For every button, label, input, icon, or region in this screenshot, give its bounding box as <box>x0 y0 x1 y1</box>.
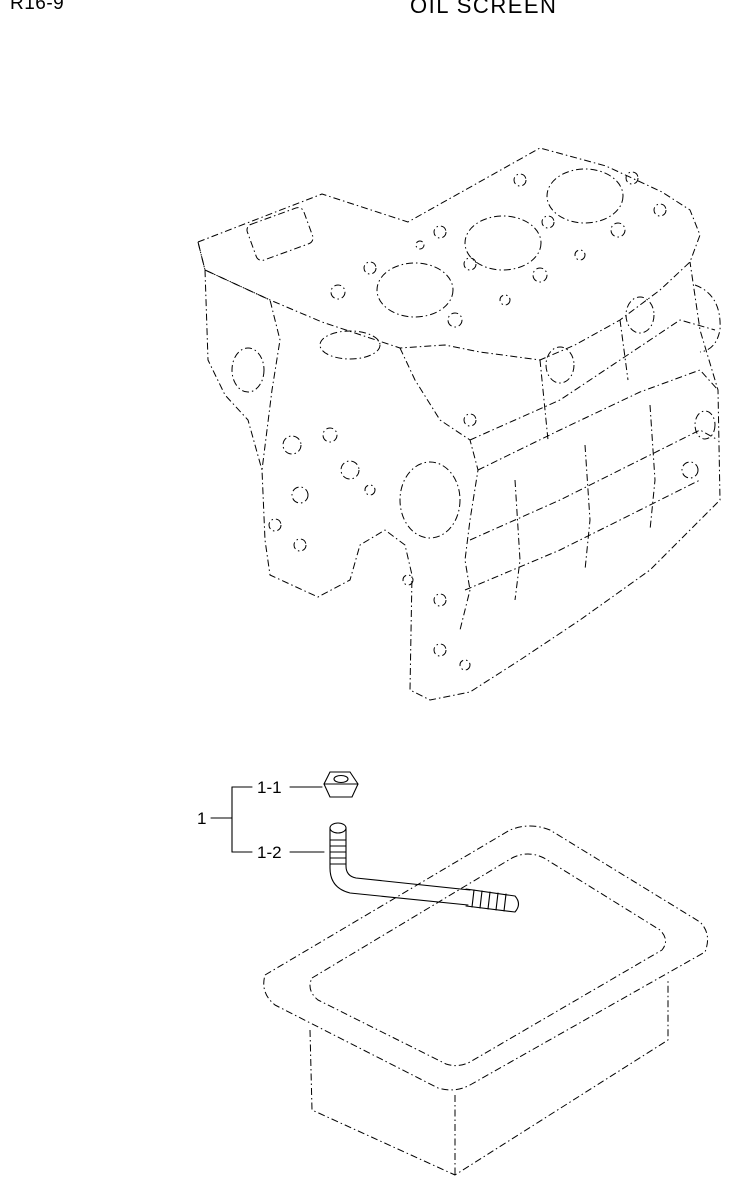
callout-leaders <box>210 786 325 853</box>
page-code: R16-9 <box>10 0 65 14</box>
page-title: OIL SCREEN <box>410 0 558 18</box>
hex-nut <box>323 771 359 798</box>
oil-screen-pipe <box>329 822 520 913</box>
callout-part-1-1: 1-1 <box>257 778 282 797</box>
callout-assembly-1: 1 <box>197 809 207 828</box>
oil-pan-illustration <box>263 825 709 1176</box>
callout-part-1-2: 1-2 <box>257 843 282 862</box>
engine-block-illustration <box>197 147 721 701</box>
